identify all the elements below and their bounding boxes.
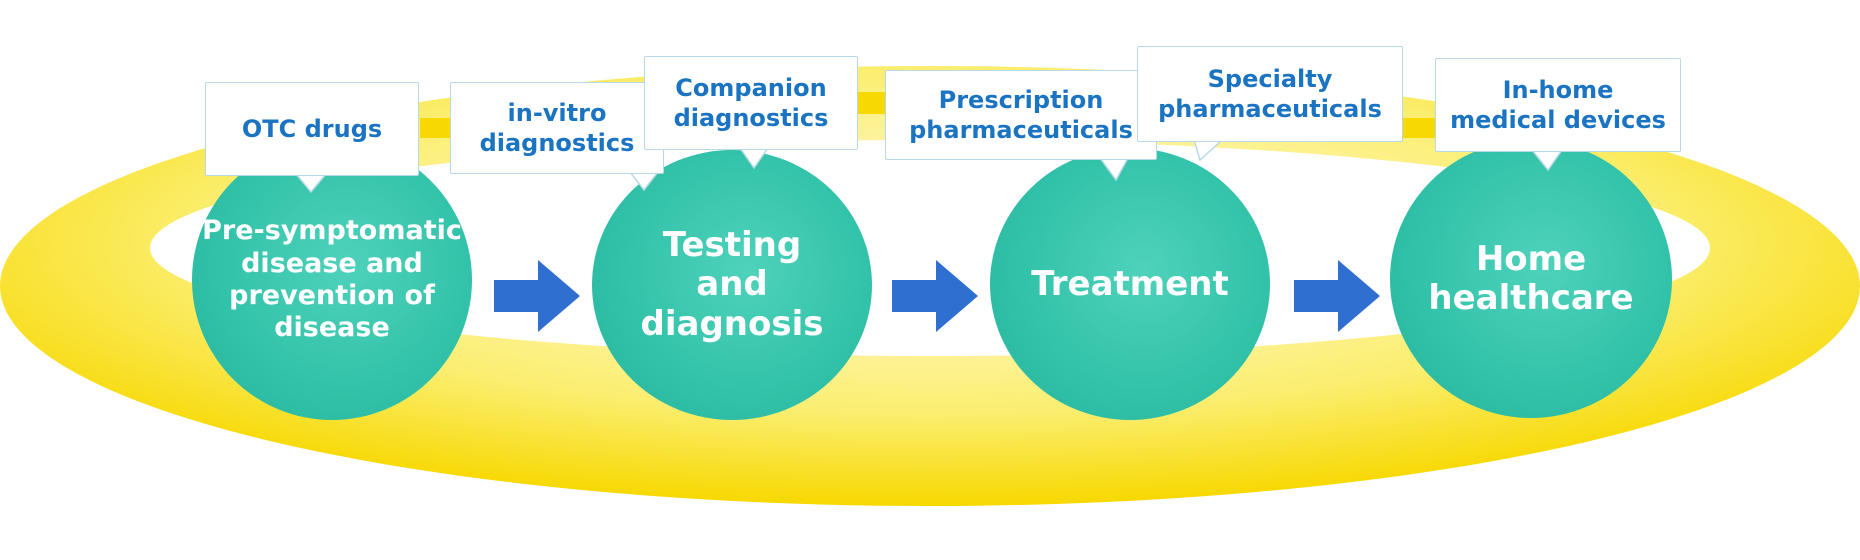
callout-specialty-pharmaceuticals: Specialty pharmaceuticals [1137, 46, 1403, 142]
stage-circle-home-healthcare: Home healthcare [1390, 140, 1672, 418]
connector [420, 118, 450, 138]
callout-prescription-pharmaceuticals: Prescription pharmaceuticals [885, 70, 1157, 160]
connector [854, 92, 890, 114]
callout-companion-diagnostics: Companion diagnostics [644, 56, 858, 150]
stage-circle-treatment: Treatment [990, 148, 1270, 420]
stage-circle-testing: Testing and diagnosis [592, 150, 872, 420]
stage-label: Pre-symptomatic disease and prevention o… [202, 215, 462, 344]
stage-circle-prevention: Pre-symptomatic disease and prevention o… [192, 140, 472, 420]
stage-label: Testing and diagnosis [640, 225, 824, 344]
right-arrow-icon [1294, 260, 1380, 332]
right-arrow-icon [892, 260, 978, 332]
stage-label: Home healthcare [1428, 238, 1634, 318]
stage-label: Treatment [1031, 264, 1229, 304]
callout-in-vitro-diagnostics: in-vitro diagnostics [450, 82, 664, 174]
right-arrow-icon [494, 260, 580, 332]
callout-otc-drugs: OTC drugs [205, 82, 419, 176]
callout-in-home-medical-devices: In-home medical devices [1435, 58, 1681, 152]
